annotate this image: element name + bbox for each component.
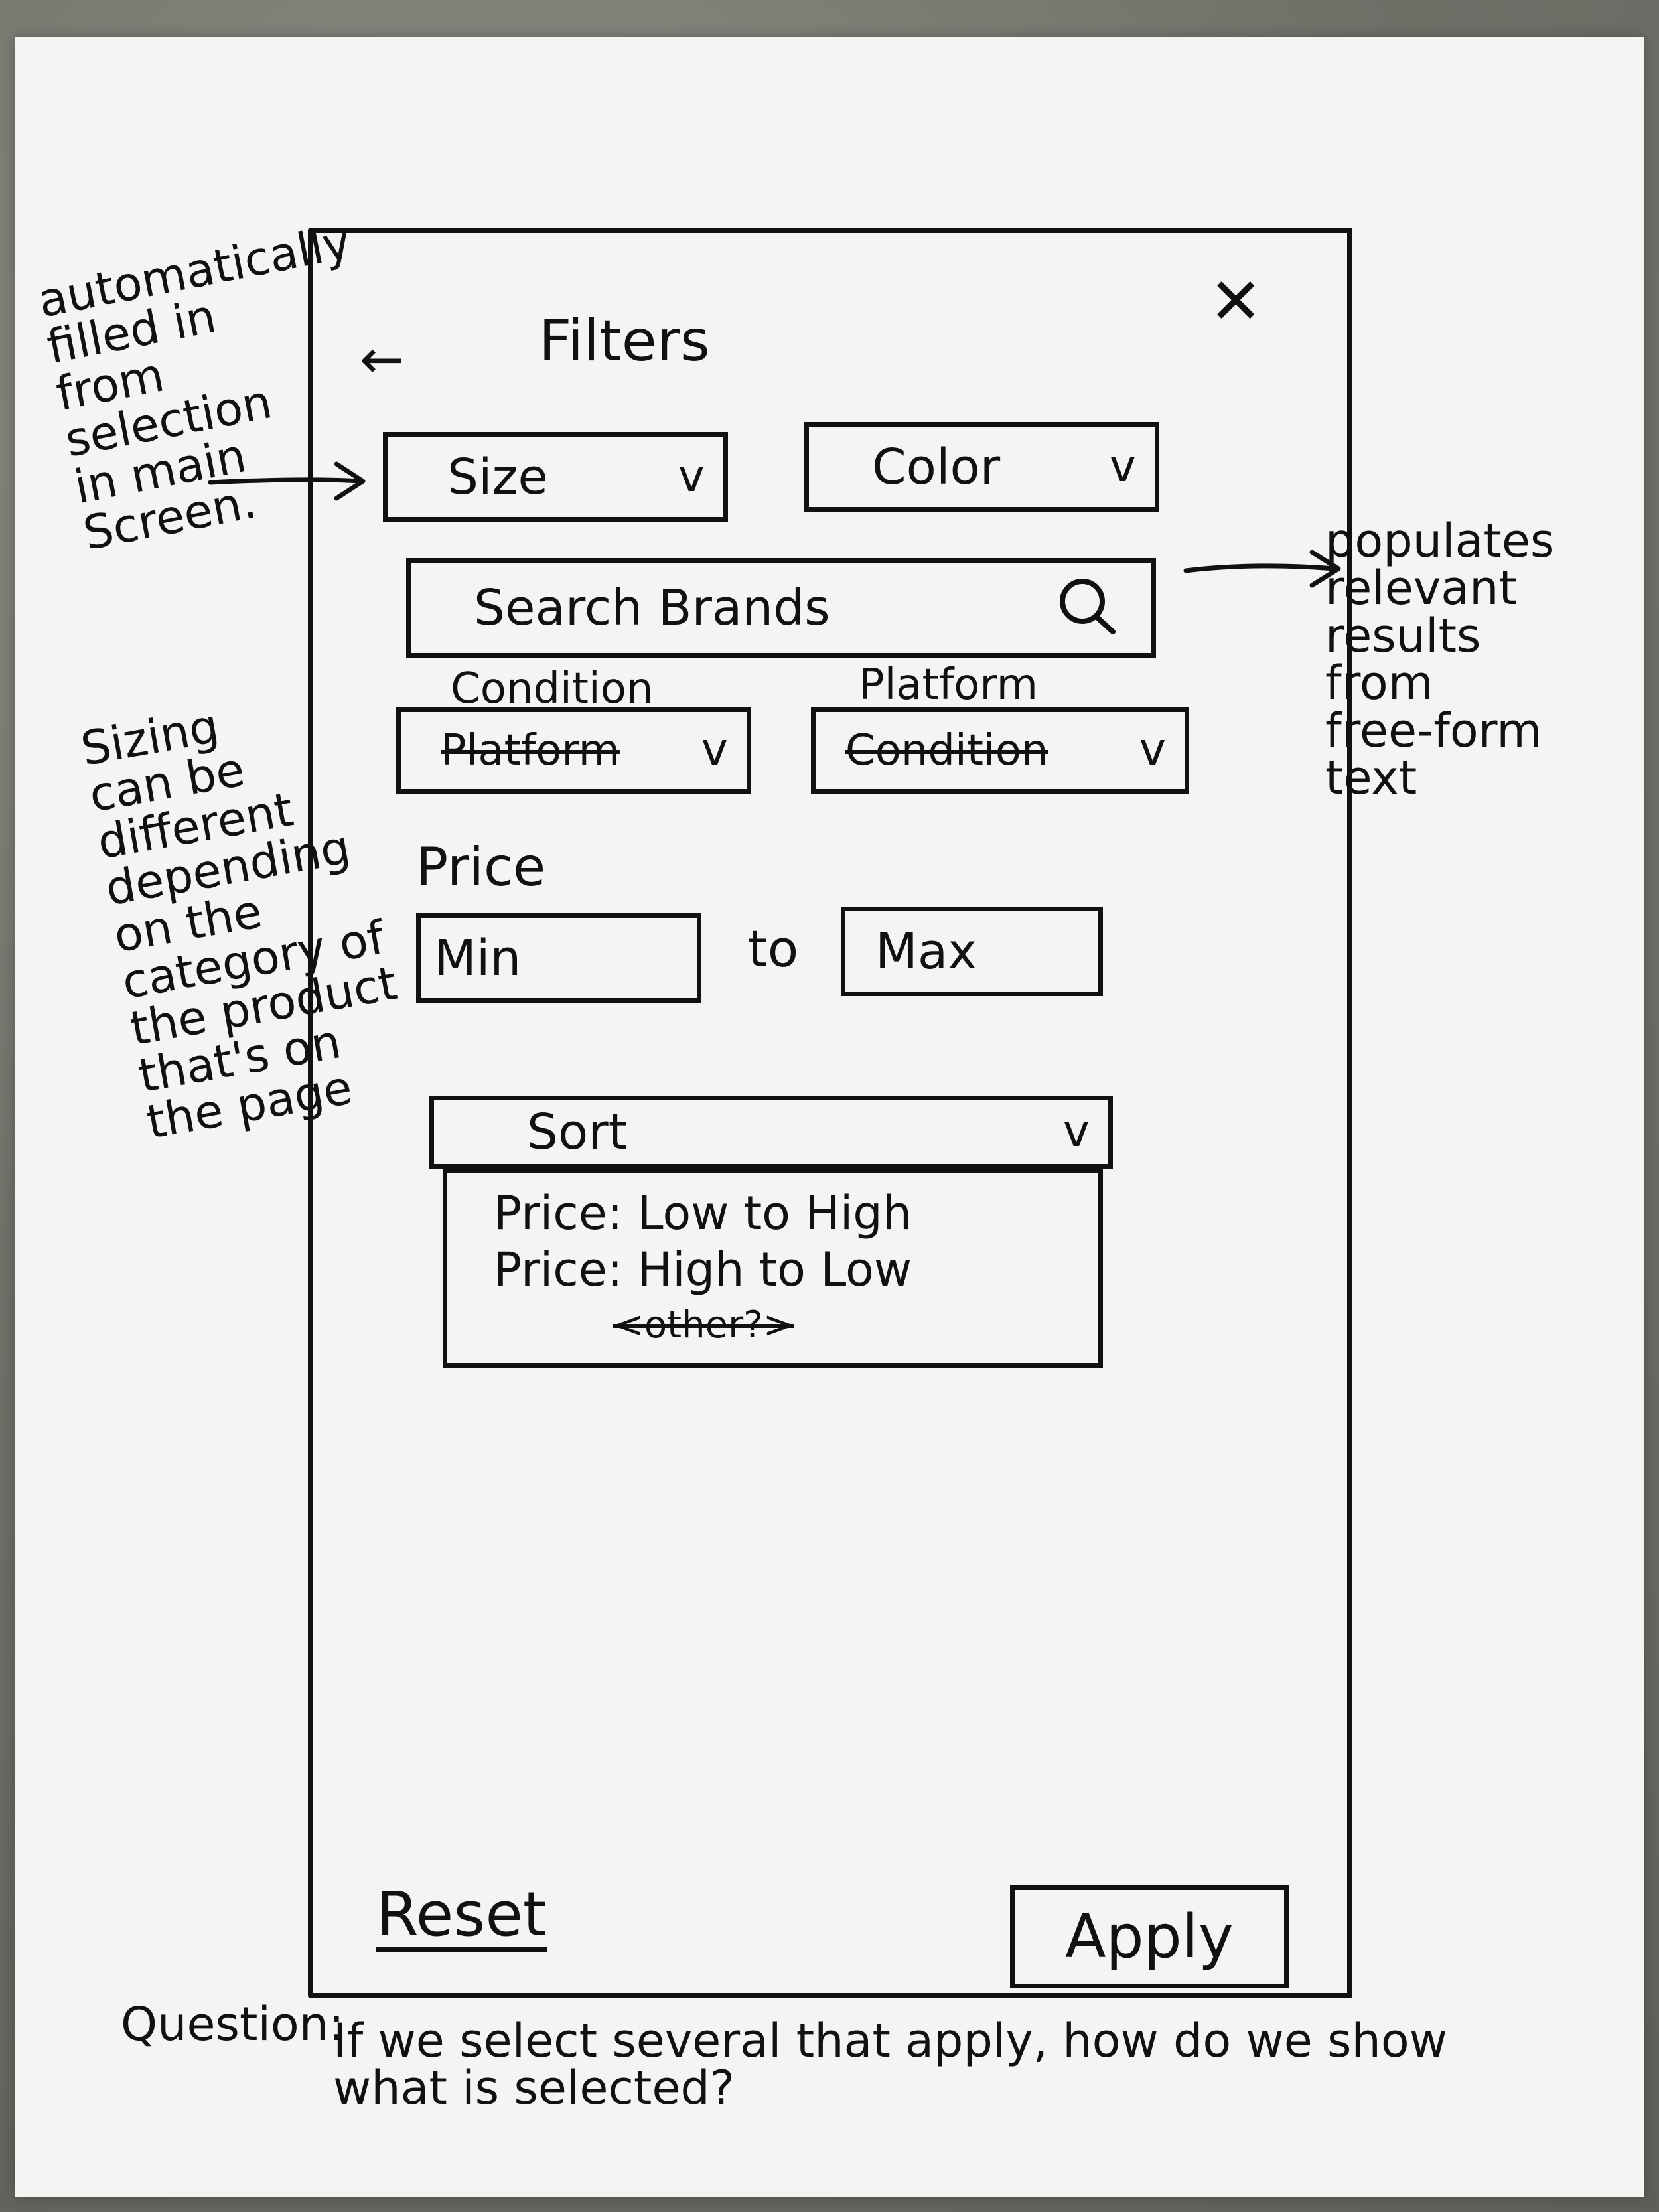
annotation-arrow-to-size [208, 461, 366, 501]
condition-handwritten-label: Condition [451, 664, 654, 713]
annotation-arrow-from-search [1183, 550, 1341, 588]
sort-option-high-low[interactable]: Price: High to Low [494, 1242, 912, 1297]
question-prefix: Question: [121, 1997, 344, 2051]
sort-options-menu: Price: Low to High Price: High to Low <o… [443, 1169, 1103, 1368]
brand-search-placeholder: Search Brands [474, 579, 830, 636]
chevron-down-icon: v [1062, 1104, 1090, 1157]
platform-dropdown[interactable]: Platform Condition v [811, 660, 1189, 794]
sort-option-low-high[interactable]: Price: Low to High [494, 1186, 912, 1240]
color-dropdown[interactable]: Color v [804, 422, 1159, 512]
condition-dropdown[interactable]: Condition Platform v [396, 664, 751, 794]
filters-screen: ← Filters ✕ Size v Color v Search Brands… [308, 228, 1352, 1998]
size-label: Size [447, 448, 548, 506]
max-placeholder: Max [875, 922, 977, 980]
sort-label: Sort [527, 1104, 628, 1161]
search-icon[interactable] [1054, 575, 1119, 640]
platform-struck-label: Platform [441, 726, 620, 775]
sort-dropdown[interactable]: Sort v [429, 1096, 1113, 1169]
back-arrow-icon[interactable]: ← [360, 329, 405, 390]
reset-button[interactable]: Reset [376, 1879, 547, 1950]
annotation-auto-filled: automatically filled in from selection i… [33, 214, 355, 561]
platform-handwritten-label: Platform [859, 660, 1038, 709]
sort-option-other[interactable]: <other?> [613, 1303, 794, 1347]
brand-search-input[interactable]: Search Brands [406, 558, 1156, 658]
color-label: Color [872, 438, 1001, 496]
price-min-input[interactable]: Min [416, 913, 701, 1003]
chevron-down-icon: v [701, 723, 728, 776]
page-title: Filters [539, 308, 710, 374]
close-icon[interactable]: ✕ [1209, 264, 1263, 338]
question-text: If we select several that apply, how do … [333, 2014, 1447, 2116]
paper-sheet: ← Filters ✕ Size v Color v Search Brands… [15, 37, 1644, 2197]
condition-struck-label: Condition [845, 726, 1048, 775]
apply-button[interactable]: Apply [1010, 1885, 1289, 1988]
price-separator: to [748, 919, 799, 978]
min-placeholder: Min [434, 929, 522, 987]
annotation-populates: populates relevant results from free-for… [1325, 514, 1555, 805]
chevron-down-icon: v [1109, 439, 1136, 492]
price-label: Price [416, 836, 546, 898]
price-max-input[interactable]: Max [841, 907, 1103, 996]
size-dropdown[interactable]: Size v [383, 432, 728, 522]
chevron-down-icon: v [678, 449, 705, 502]
chevron-down-icon: v [1139, 723, 1166, 776]
